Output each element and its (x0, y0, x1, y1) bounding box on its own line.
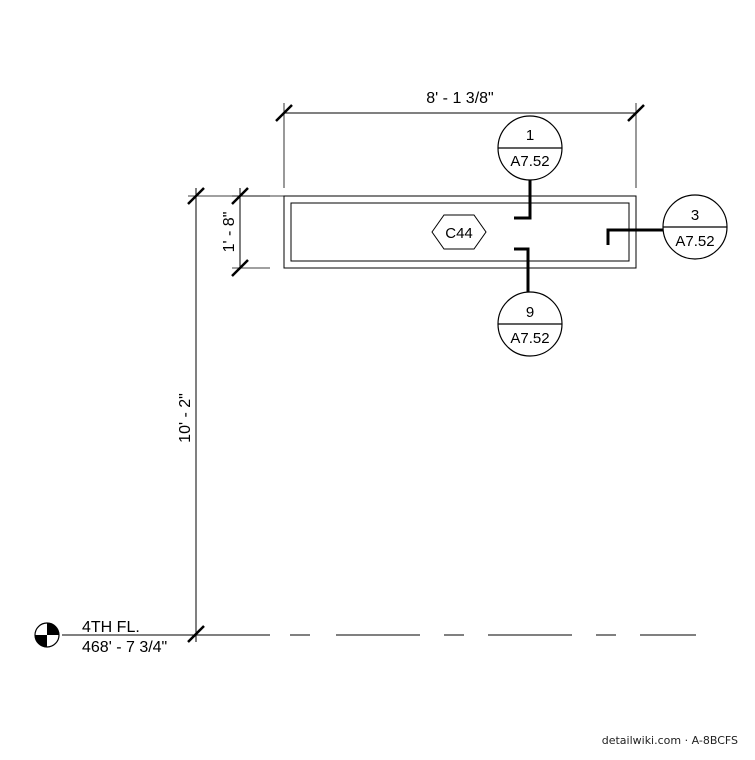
section-callout-1: 1 A7.52 (497, 115, 563, 220)
width-dimension-label: 8' - 1 3/8" (426, 90, 493, 107)
cabinet-outline (283, 195, 637, 269)
callout-9-number: 9 (526, 304, 534, 321)
section-callout-3: 3 A7.52 (606, 194, 728, 260)
watermark: detailwiki.com · A-8BCFS (602, 734, 738, 747)
width-dimension (275, 103, 645, 188)
callout-3-number: 3 (691, 207, 699, 224)
level-name: 4TH FL. (82, 619, 140, 636)
depth-dimension-label: 1' - 8" (221, 212, 238, 253)
callout-1-sheet: A7.52 (510, 153, 549, 170)
element-tag-label: C44 (445, 225, 473, 242)
level-elevation: 468' - 7 3/4" (82, 639, 167, 656)
callout-1-number: 1 (526, 127, 534, 144)
elevation-target-icon (34, 622, 60, 648)
section-callout-9: 9 A7.52 (497, 247, 563, 357)
element-tag: C44 (431, 214, 487, 250)
callout-9-sheet: A7.52 (510, 330, 549, 347)
height-dimension-label: 10' - 2" (177, 393, 194, 443)
height-dimension (187, 187, 284, 643)
callout-3-sheet: A7.52 (675, 233, 714, 250)
